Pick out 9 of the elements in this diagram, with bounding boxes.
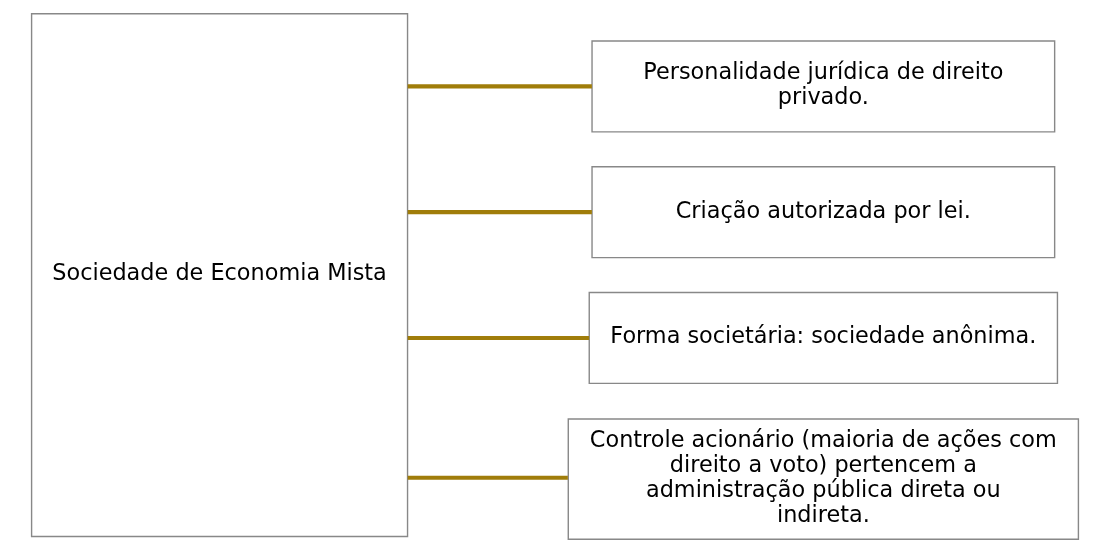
connector (407, 475, 568, 480)
connector (407, 84, 592, 89)
connector (407, 335, 589, 341)
node-box: Personalidade jurídica de direito privado. (590, 40, 1055, 133)
connector (407, 210, 592, 215)
node-box: Sociedade de Economia Mista (30, 13, 408, 538)
node-box: Controle acionário (maioria de ações com direito a voto) pertencem a administração pública direta ou indireta. (567, 418, 1079, 540)
node-box: Forma societária: sociedade anônima. (588, 291, 1058, 385)
node-box: Criação autorizada por lei. (590, 166, 1055, 259)
